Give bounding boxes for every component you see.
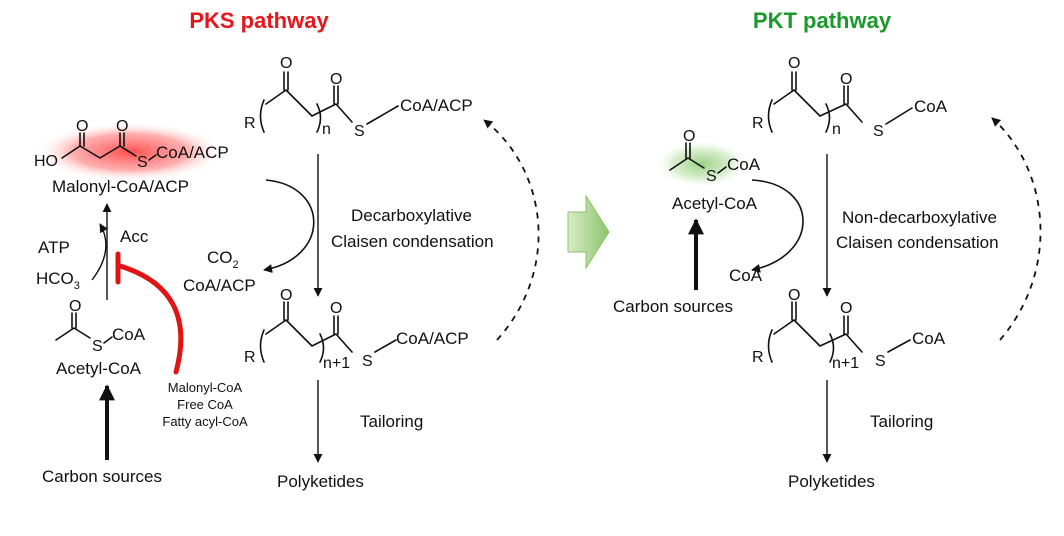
pkt-product: Polyketides bbox=[788, 472, 875, 491]
malonyl-o2: O bbox=[116, 118, 128, 135]
pkt-top-o2: O bbox=[840, 71, 852, 88]
pkt-carbon-sources: Carbon sources bbox=[613, 297, 733, 316]
malonyl-ho: HO bbox=[34, 153, 58, 170]
pkt-condensation-curve bbox=[751, 179, 804, 273]
pks-top-structure: R O O n S CoA/ACP bbox=[244, 55, 473, 140]
pks-co2: CO2 bbox=[207, 248, 239, 271]
pkt-condensation-1: Non-decarboxylative bbox=[842, 208, 997, 227]
malonyl-s: S bbox=[137, 154, 148, 171]
pkt-bottom-structure: R O O n+1 S CoA bbox=[752, 287, 946, 372]
pks-byproduct-coa: CoA/ACP bbox=[183, 276, 256, 295]
pkt-top-structure: R O O n S CoA bbox=[752, 55, 948, 140]
pks-acetyl-coa: CoA bbox=[112, 325, 146, 344]
pks-acetyl-s: S bbox=[92, 338, 103, 355]
pks-bottom-r: R bbox=[244, 349, 256, 366]
pkt-bottom-s: S bbox=[875, 353, 886, 370]
pks-top-s: S bbox=[354, 123, 365, 140]
pkt-acetyl-coa: CoA bbox=[727, 155, 761, 174]
pks-bottom-n: n+1 bbox=[323, 355, 350, 372]
malonyl-name: Malonyl-CoA/ACP bbox=[52, 177, 189, 196]
pks-top-n: n bbox=[322, 121, 331, 138]
pks-condensation-2: Claisen condensation bbox=[331, 232, 494, 251]
pks-bottom-o2: O bbox=[330, 300, 342, 317]
pkt-bottom-o2: O bbox=[840, 300, 852, 317]
acetyl-highlight bbox=[654, 140, 750, 188]
pks-carbon-sources: Carbon sources bbox=[42, 467, 162, 486]
inhibitor-3: Fatty acyl-CoA bbox=[162, 414, 248, 429]
malonyl-structure: HO O O S CoA/ACP bbox=[34, 118, 229, 171]
pks-iteration-arc bbox=[483, 119, 540, 341]
pkt-iteration-arc bbox=[991, 117, 1042, 341]
pkt-bottom-r: R bbox=[752, 349, 764, 366]
pks-top-r: R bbox=[244, 115, 256, 132]
pkt-bottom-coa: CoA bbox=[912, 329, 946, 348]
pks-title: PKS pathway bbox=[189, 8, 329, 33]
malonyl-coa: CoA/ACP bbox=[156, 143, 229, 162]
pkt-top-n: n bbox=[832, 121, 841, 138]
pkt-tailoring: Tailoring bbox=[870, 412, 933, 431]
inhibitor-1: Malonyl-CoA bbox=[168, 380, 243, 395]
atp-label: ATP bbox=[38, 238, 70, 257]
pkt-top-coa: CoA bbox=[914, 97, 948, 116]
transition-arrow bbox=[567, 194, 610, 270]
pks-condensation-curve bbox=[263, 179, 315, 273]
pkt-acetyl-name: Acetyl-CoA bbox=[672, 194, 758, 213]
inhibition-arc bbox=[117, 263, 184, 375]
pks-product: Polyketides bbox=[277, 472, 364, 491]
pkt-bottom-n: n+1 bbox=[832, 355, 859, 372]
pkt-acetyl-s: S bbox=[706, 168, 717, 185]
inhibitor-2: Free CoA bbox=[177, 397, 233, 412]
pkt-acetyl-structure: O S CoA bbox=[669, 128, 761, 185]
malonyl-o1: O bbox=[76, 118, 88, 135]
pks-tailoring: Tailoring bbox=[360, 412, 423, 431]
pkt-title: PKT pathway bbox=[753, 8, 892, 33]
pks-bottom-o1: O bbox=[280, 287, 292, 304]
pks-acetyl-structure: O S CoA bbox=[55, 298, 146, 355]
pks-acetyl-name: Acetyl-CoA bbox=[56, 359, 142, 378]
pkt-condensation-2: Claisen condensation bbox=[836, 233, 999, 252]
pks-top-coa: CoA/ACP bbox=[400, 96, 473, 115]
pkt-top-o1: O bbox=[788, 55, 800, 72]
acc-label: Acc bbox=[120, 227, 149, 246]
pkt-top-s: S bbox=[873, 123, 884, 140]
hco3-label: HCO3 bbox=[36, 269, 80, 292]
pkt-bottom-o1: O bbox=[788, 287, 800, 304]
pks-condensation-1: Decarboxylative bbox=[351, 206, 472, 225]
pks-bottom-s: S bbox=[362, 353, 373, 370]
pkt-acetyl-o: O bbox=[683, 128, 695, 145]
pks-bottom-structure: R O O n+1 S CoA/ACP bbox=[244, 287, 469, 372]
atp-curve-arrow bbox=[91, 223, 108, 281]
pks-top-o1: O bbox=[280, 55, 292, 72]
pkt-byproduct-coa: CoA bbox=[729, 266, 763, 285]
pkt-top-r: R bbox=[752, 115, 764, 132]
pks-bottom-coa: CoA/ACP bbox=[396, 329, 469, 348]
pks-top-o2: O bbox=[330, 71, 342, 88]
pks-acetyl-o: O bbox=[69, 298, 81, 315]
